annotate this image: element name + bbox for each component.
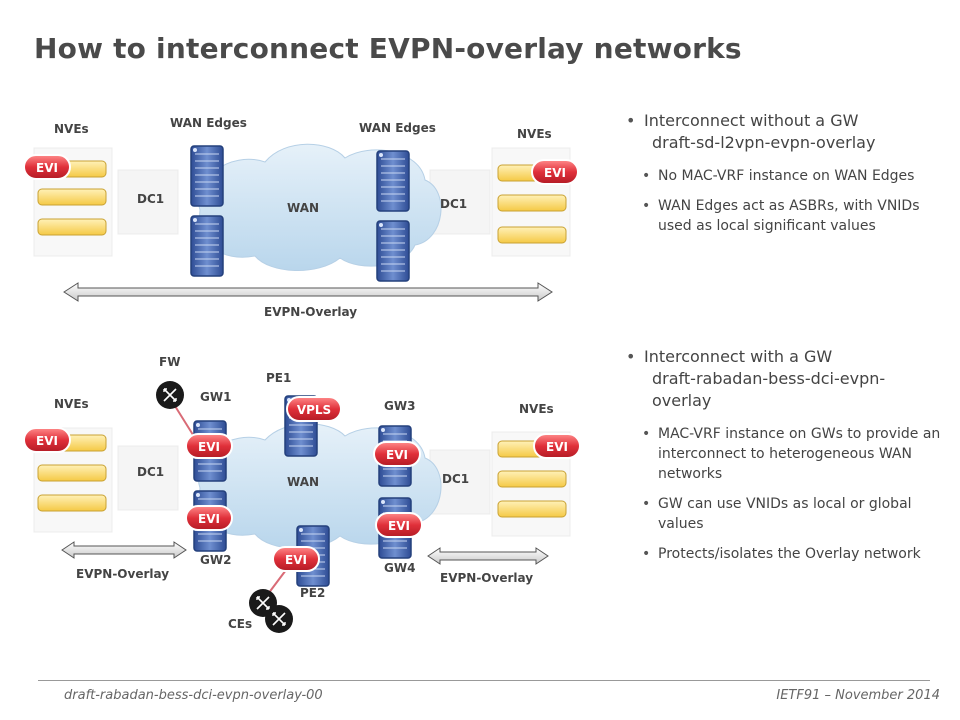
vpls-badge-pe1: VPLS <box>286 396 342 422</box>
sub-bullet: WAN Edges act as ASBRs, with VNIDs used … <box>622 196 942 236</box>
label-wan-bottom: WAN <box>287 475 319 489</box>
evi-badge-gw4: EVI <box>375 512 423 538</box>
nve-bar <box>37 494 107 512</box>
sub-bullet: No MAC-VRF instance on WAN Edges <box>622 166 942 186</box>
label-evpn-overlay-top: EVPN-Overlay <box>264 305 357 319</box>
evi-badge-gw3: EVI <box>373 441 421 467</box>
label-fw: FW <box>159 355 180 369</box>
bullet-main-line2: draft-rabadan-bess-dci-evpn-overlay <box>652 369 886 410</box>
page-title: How to interconnect EVPN-overlay network… <box>34 32 742 65</box>
evi-badge-gw2: EVI <box>185 505 233 531</box>
label-wan-top: WAN <box>287 201 319 215</box>
bullets-top: Interconnect without a GW draft-sd-l2vpn… <box>622 110 942 246</box>
label-pe1: PE1 <box>266 371 291 385</box>
svg-text:EVI: EVI <box>388 519 410 533</box>
footer-divider <box>38 680 930 681</box>
label-gw1: GW1 <box>200 390 231 404</box>
bullet-interconnect-with-gw: Interconnect with a GW draft-rabadan-bes… <box>622 346 942 412</box>
sub-bullet: Protects/isolates the Overlay network <box>622 544 942 564</box>
overlay-arrow-bottom-left <box>61 541 187 559</box>
bullet-main-line1: Interconnect without a GW <box>644 111 859 130</box>
svg-text:EVI: EVI <box>386 448 408 462</box>
svg-text:EVI: EVI <box>285 553 307 567</box>
nve-bar <box>497 470 567 488</box>
bullets-bottom: Interconnect with a GW draft-rabadan-bes… <box>622 346 942 574</box>
label-gw4: GW4 <box>384 561 415 575</box>
evi-badge-top-right: EVI <box>531 159 579 185</box>
bullet-main-line2: draft-sd-l2vpn-evpn-overlay <box>652 133 876 152</box>
svg-text:EVI: EVI <box>544 166 566 180</box>
svg-text:EVI: EVI <box>36 161 58 175</box>
label-nves-left-bottom: NVEs <box>54 397 89 411</box>
svg-text:EVI: EVI <box>546 440 568 454</box>
nve-bar <box>37 218 107 236</box>
label-gw2: GW2 <box>200 553 231 567</box>
label-evpn-overlay-bottom-right: EVPN-Overlay <box>440 571 533 585</box>
top-diagram: EVI EVI NVEs NVEs WAN Edges WAN Edges DC… <box>23 116 579 319</box>
evi-badge-bottom-left: EVI <box>23 427 71 453</box>
wan-edge-router-tr <box>376 150 410 212</box>
label-dc1-left-top: DC1 <box>137 192 164 206</box>
nve-bar <box>37 464 107 482</box>
wan-edge-router-bl <box>190 215 224 277</box>
ce-icon <box>264 604 294 634</box>
wan-edge-router-br <box>376 220 410 282</box>
svg-text:VPLS: VPLS <box>297 403 331 417</box>
nve-bar <box>497 500 567 518</box>
firewall-icon <box>155 380 185 410</box>
svg-text:EVI: EVI <box>36 434 58 448</box>
label-ces: CEs <box>228 617 252 631</box>
overlay-arrow-top <box>63 282 553 302</box>
label-dc1-left-bottom: DC1 <box>137 465 164 479</box>
nve-bar <box>497 226 567 244</box>
svg-text:EVI: EVI <box>198 440 220 454</box>
label-dc1-right-bottom: DC1 <box>442 472 469 486</box>
label-nves-left-top: NVEs <box>54 122 89 136</box>
sub-bullet: GW can use VNIDs as local or global valu… <box>622 494 942 534</box>
svg-text:EVI: EVI <box>198 512 220 526</box>
label-nves-right-bottom: NVEs <box>519 402 554 416</box>
label-evpn-overlay-bottom-left: EVPN-Overlay <box>76 567 169 581</box>
label-gw3: GW3 <box>384 399 415 413</box>
evi-badge-top-left: EVI <box>23 154 71 180</box>
evi-badge-pe2: EVI <box>272 546 320 572</box>
nve-bar <box>37 188 107 206</box>
bullet-main-line1: Interconnect with a GW <box>644 347 833 366</box>
wan-edge-router-tl <box>190 145 224 207</box>
label-wan-edges-left: WAN Edges <box>170 116 247 130</box>
label-pe2: PE2 <box>300 586 325 600</box>
evi-badge-bottom-right: EVI <box>533 433 581 459</box>
evi-badge-gw1: EVI <box>185 433 233 459</box>
footer-event-date: IETF91 – November 2014 <box>776 688 940 703</box>
nve-bar <box>497 194 567 212</box>
bullet-interconnect-without-gw: Interconnect without a GW draft-sd-l2vpn… <box>622 110 942 154</box>
label-nves-right-top: NVEs <box>517 127 552 141</box>
sub-bullet: MAC-VRF instance on GWs to provide an in… <box>622 424 942 484</box>
bottom-diagram: EVI EVI EVI EVI VPLS EVI EVI EVI <box>23 355 581 634</box>
label-dc1-right-top: DC1 <box>440 197 467 211</box>
overlay-arrow-bottom-right <box>427 547 549 565</box>
label-wan-edges-right: WAN Edges <box>359 121 436 135</box>
footer-draft-name: draft-rabadan-bess-dci-evpn-overlay-00 <box>64 688 323 703</box>
